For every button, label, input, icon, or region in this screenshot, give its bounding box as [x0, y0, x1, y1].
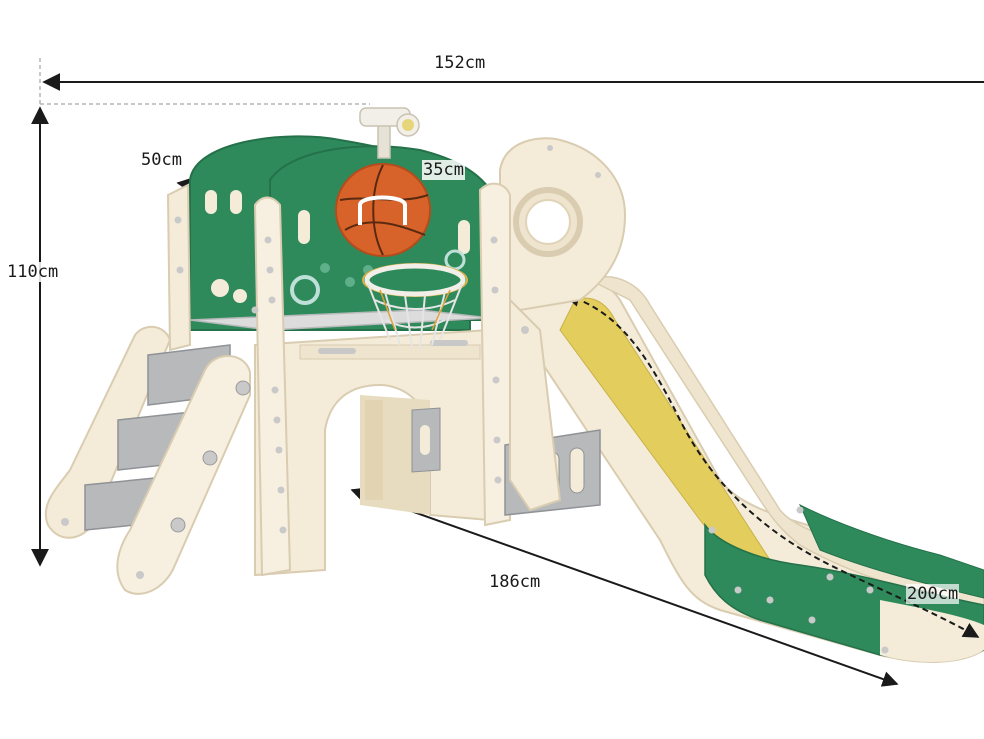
ladder: [44, 325, 251, 595]
total-width-label: 152cm: [433, 53, 487, 73]
slide-length-label: 200cm: [906, 584, 960, 604]
height-label: 110cm: [6, 262, 60, 282]
slide-support: [509, 297, 562, 512]
telescope: [359, 107, 420, 159]
slide: [508, 276, 984, 663]
base-length-label: 186cm: [488, 572, 542, 592]
tower-frame: [166, 182, 511, 577]
basketball-hoop: [362, 263, 468, 349]
platform-depth-label: 50cm: [141, 150, 182, 170]
platform-width-label: 35cm: [422, 160, 465, 180]
ring-panel: [499, 137, 627, 312]
basketball-backboard: [335, 163, 431, 257]
dimension-guides: [39, 58, 370, 105]
